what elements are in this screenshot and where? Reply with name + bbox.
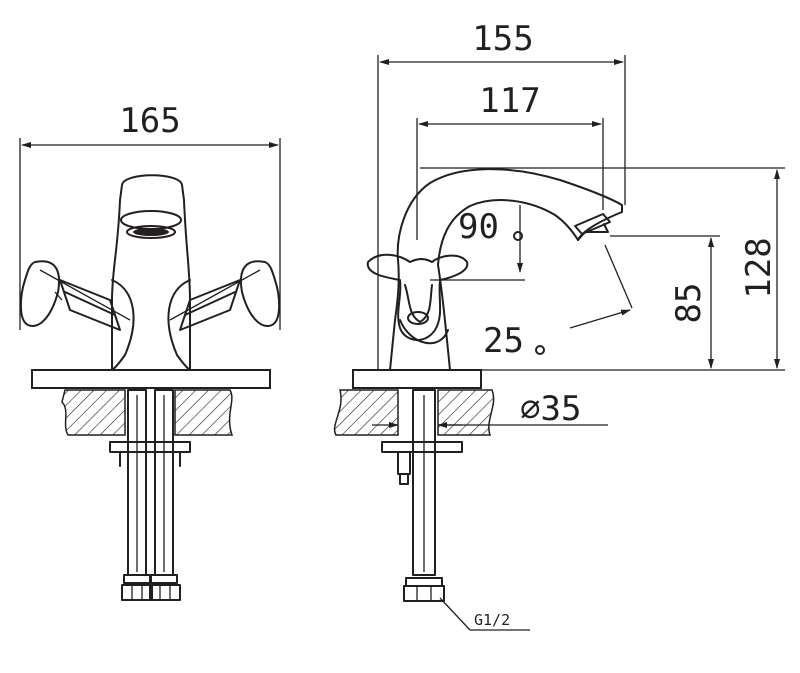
deck-plate-side — [352, 369, 482, 389]
dimension-155: 155 — [377, 19, 626, 370]
angle-25: 25 — [483, 244, 633, 361]
angle-bottom-label: 25 — [483, 321, 524, 361]
thread-label: G1/2 — [474, 611, 510, 629]
counter-section-side — [333, 389, 495, 436]
faucet-body-side — [389, 168, 623, 371]
angle-top-label: 90 — [458, 207, 499, 247]
dimension-85: 85 — [610, 235, 720, 369]
width-label: 165 — [119, 101, 180, 141]
thread-callout: G1/2 — [439, 597, 530, 631]
right-handle — [169, 260, 281, 331]
hole-diameter-label: ∅35 — [520, 389, 581, 429]
total-length-label: 155 — [472, 19, 533, 59]
deck-plate-front — [31, 369, 271, 389]
mounting-hardware-front — [109, 389, 191, 601]
aerator-icon — [133, 228, 169, 236]
dimension-165: 165 — [19, 101, 281, 330]
handle-side — [366, 253, 469, 341]
mounting-hardware-side — [381, 389, 463, 602]
spout-height-label: 85 — [669, 283, 709, 324]
counter-section-front — [61, 389, 234, 436]
spout-length-label: 117 — [479, 81, 540, 121]
dimension-117: 117 — [416, 81, 604, 240]
faucet-body-front — [111, 174, 191, 371]
total-height-label: 128 — [739, 237, 779, 298]
dimension-128: 128 — [420, 167, 785, 371]
side-view: 155 117 128 85 90 — [333, 19, 785, 631]
dimension-diameter-35: ∅35 — [372, 389, 608, 429]
front-view: 165 — [19, 101, 281, 601]
left-handle — [19, 260, 131, 331]
angle-90: 90 — [430, 205, 525, 281]
